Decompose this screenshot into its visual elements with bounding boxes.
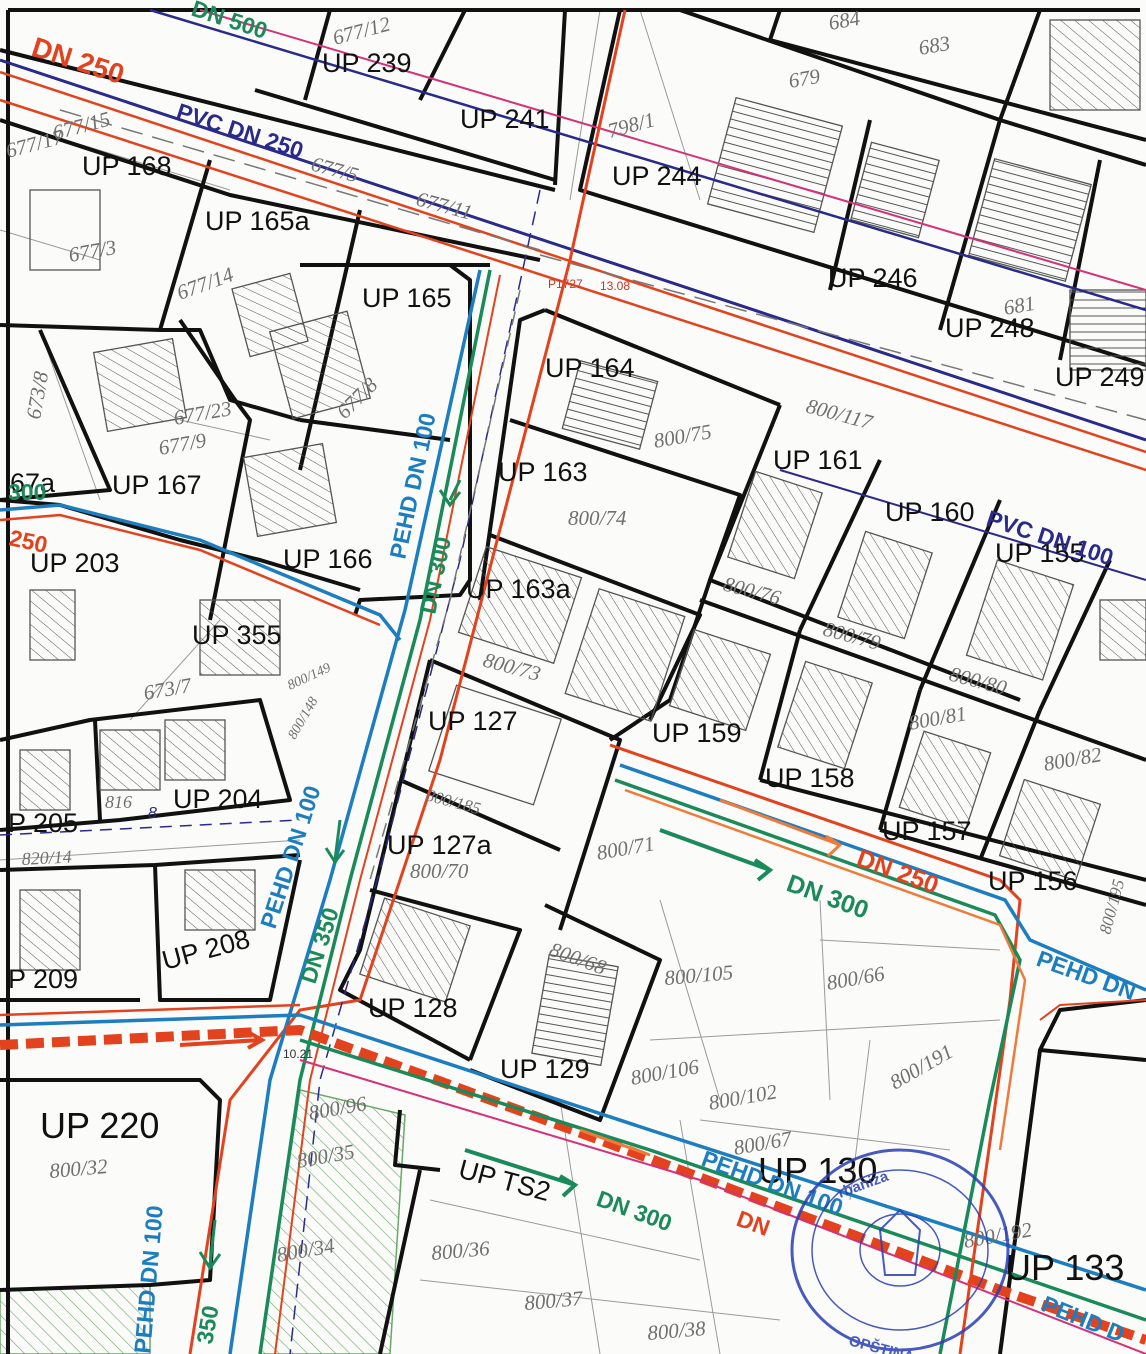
parcel-number: 677/12 <box>330 11 393 49</box>
plot-label-up-128: UP 128 <box>368 993 458 1023</box>
parcel-number: 800/149 <box>285 661 333 694</box>
point-label: 8 <box>148 805 157 822</box>
parcel-number: 800/37 <box>523 1286 585 1315</box>
plot-label-up-167a: 67a <box>10 468 56 498</box>
plot-label-up-244: UP 244 <box>612 161 702 191</box>
plot-label-up-127a: UP 127a <box>387 830 493 860</box>
plot-label-up-156: UP 156 <box>988 866 1078 896</box>
green-zone <box>0 1089 406 1354</box>
pipe-label: DN 300 <box>593 1185 675 1236</box>
parcel-number: 800/106 <box>629 1054 701 1090</box>
plot-label-up-165a: UP 165a <box>205 206 311 236</box>
stamp-bottom-text: OPŠTINA <box>847 1331 916 1354</box>
pipe-label: PEHD DN 100 <box>129 1204 168 1354</box>
parcel-number: 800/66 <box>825 961 887 995</box>
parcel-number: 800/148 <box>285 695 321 742</box>
pipe-label: PEHD DN <box>1033 945 1139 1005</box>
plot-label-up-161: UP 161 <box>773 445 863 475</box>
parcel-number: 800/195 <box>1096 877 1129 936</box>
parcel-number: 800/82 <box>1042 742 1104 776</box>
parcel-number: 800/185 <box>424 786 483 819</box>
parcel-number: 800/70 <box>410 859 469 883</box>
plot-label-up-239: UP 239 <box>322 48 412 78</box>
parcel-number: 816 <box>105 792 132 812</box>
plot-label-up-168: UP 168 <box>82 151 172 181</box>
parcel-number: 800/117 <box>804 394 877 435</box>
plot-label-up-204: UP 204 <box>173 784 263 814</box>
plot-label-up-155: UP 155 <box>995 538 1085 568</box>
parcel-number: 800/191 <box>886 1039 958 1094</box>
plot-label-up-355: UP 355 <box>192 620 282 650</box>
plot-label-up-133: UP 133 <box>1005 1247 1124 1288</box>
cadastral-lines <box>0 9 1001 1354</box>
elevation-label: 10.21 <box>283 1047 313 1061</box>
plot-label-up-167: UP 167 <box>112 470 202 500</box>
parcel-number: 673/8 <box>21 369 53 421</box>
parcel-number: 681 <box>1002 291 1037 320</box>
parcel-number: 800/38 <box>646 1316 707 1345</box>
plot-label-up-209: P 209 <box>8 964 78 994</box>
parcel-number: 679 <box>787 64 823 93</box>
parcel-number: 820/14 <box>21 846 72 869</box>
plot-label-up-158: UP 158 <box>765 763 855 793</box>
elevation-label: 13.08 <box>600 279 630 293</box>
parcel-number: 800/32 <box>48 1154 109 1183</box>
plot-label-up-127: UP 127 <box>428 706 518 736</box>
plot-label-up-160: UP 160 <box>885 497 975 527</box>
parcel-number: 800/36 <box>430 1236 491 1265</box>
parcel-number: 677/3 <box>67 235 118 267</box>
pipe-label: DN <box>733 1205 773 1241</box>
parcel-number: 683 <box>917 31 952 60</box>
parcel-number: 800/71 <box>595 831 657 865</box>
plot-label-up-159: UP 159 <box>652 718 742 748</box>
pipe-label: DN 300 <box>783 869 872 924</box>
parcel-number: 800/76 <box>721 572 784 610</box>
plot-label-up-164: UP 164 <box>545 353 635 383</box>
survey-point-label: P1727 <box>548 277 583 291</box>
plot-label-up-205: P 205 <box>8 808 78 838</box>
plot-label-up-163a: UP 163a <box>466 574 572 604</box>
parcel-number: 677/9 <box>157 428 209 460</box>
parcel-number: 684 <box>827 6 863 35</box>
plot-label-up-208: UP 208 <box>159 924 253 976</box>
parcel-number: 677/14 <box>174 262 237 305</box>
pipe-label: DN 250 <box>28 31 128 90</box>
plot-label-up-241: UP 241 <box>460 104 550 134</box>
plot-label-up-163: UP 163 <box>498 457 588 487</box>
parcel-number: 800/75 <box>652 419 714 453</box>
parcel-number: 800/80 <box>947 662 1010 700</box>
plot-label-up-248: UP 248 <box>945 313 1035 343</box>
pipe-label: DN 500 <box>188 0 270 44</box>
parcel-number: 673/7 <box>142 673 195 705</box>
plot-label-up-165: UP 165 <box>362 283 452 313</box>
plot-label-up-246: UP 246 <box>828 263 918 293</box>
pipe-label: PVC DN 250 <box>173 98 306 163</box>
pipe-label: 250 <box>7 524 50 557</box>
parcel-number: 800/102 <box>707 1079 779 1115</box>
pipe-label: DN 250 <box>853 844 942 899</box>
utility-lines <box>0 8 1146 1354</box>
plot-label-up-129: UP 129 <box>500 1054 590 1084</box>
parcel-number: 800/105 <box>663 960 734 990</box>
plot-label-up-203: UP 203 <box>30 548 120 578</box>
plot-label-up-157: UP 157 <box>882 816 972 846</box>
plot-label-up-166: UP 166 <box>283 544 373 574</box>
plot-label-up-249: UP 249 <box>1055 362 1145 392</box>
pipe-label: 350 <box>191 1304 223 1346</box>
pipe-label: 300 <box>8 479 46 505</box>
plot-label-up-220: UP 220 <box>40 1105 159 1146</box>
parcel-number: 800/74 <box>568 506 627 530</box>
